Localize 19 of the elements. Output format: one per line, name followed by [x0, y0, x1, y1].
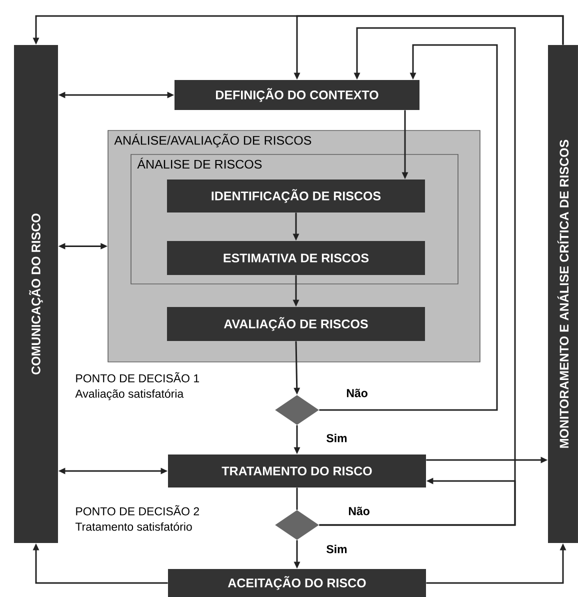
process-box: ESTIMATIVA DE RISCOS — [167, 241, 425, 275]
process-box: IDENTIFICAÇÃO DE RISCOS — [167, 180, 425, 212]
vertical-bar: MONITORAMENTO E ANÁLISE CRÍTICA DE RISCOS — [548, 45, 578, 543]
decision-diamond — [275, 395, 319, 425]
process-box: TRATAMENTO DO RISCO — [168, 454, 426, 488]
edge-label: Não — [345, 388, 369, 398]
process-box: ACEITAÇÃO DO RISCO — [168, 569, 426, 597]
decision-label: Avaliação satisfatória — [75, 389, 184, 400]
arrow — [319, 44, 498, 411]
decision-diamond — [275, 510, 319, 540]
edge-label: Sim — [325, 544, 348, 554]
edge-label: Não — [347, 506, 371, 516]
decision-label: PONTO DE DECISÃO 2 — [76, 505, 200, 516]
process-box: DEFINIÇÃO DO CONTEXTO — [174, 80, 420, 110]
decision-label: PONTO DE DECISÃO 1 — [76, 372, 200, 382]
process-box: AVALIAÇÃO DE RISCOS — [167, 307, 425, 341]
decision-label: Tratamento satisfatório — [75, 522, 192, 531]
edge-label: Sim — [325, 432, 348, 444]
vertical-bar: COMUNICAÇÃO DO RISCO — [14, 45, 58, 543]
